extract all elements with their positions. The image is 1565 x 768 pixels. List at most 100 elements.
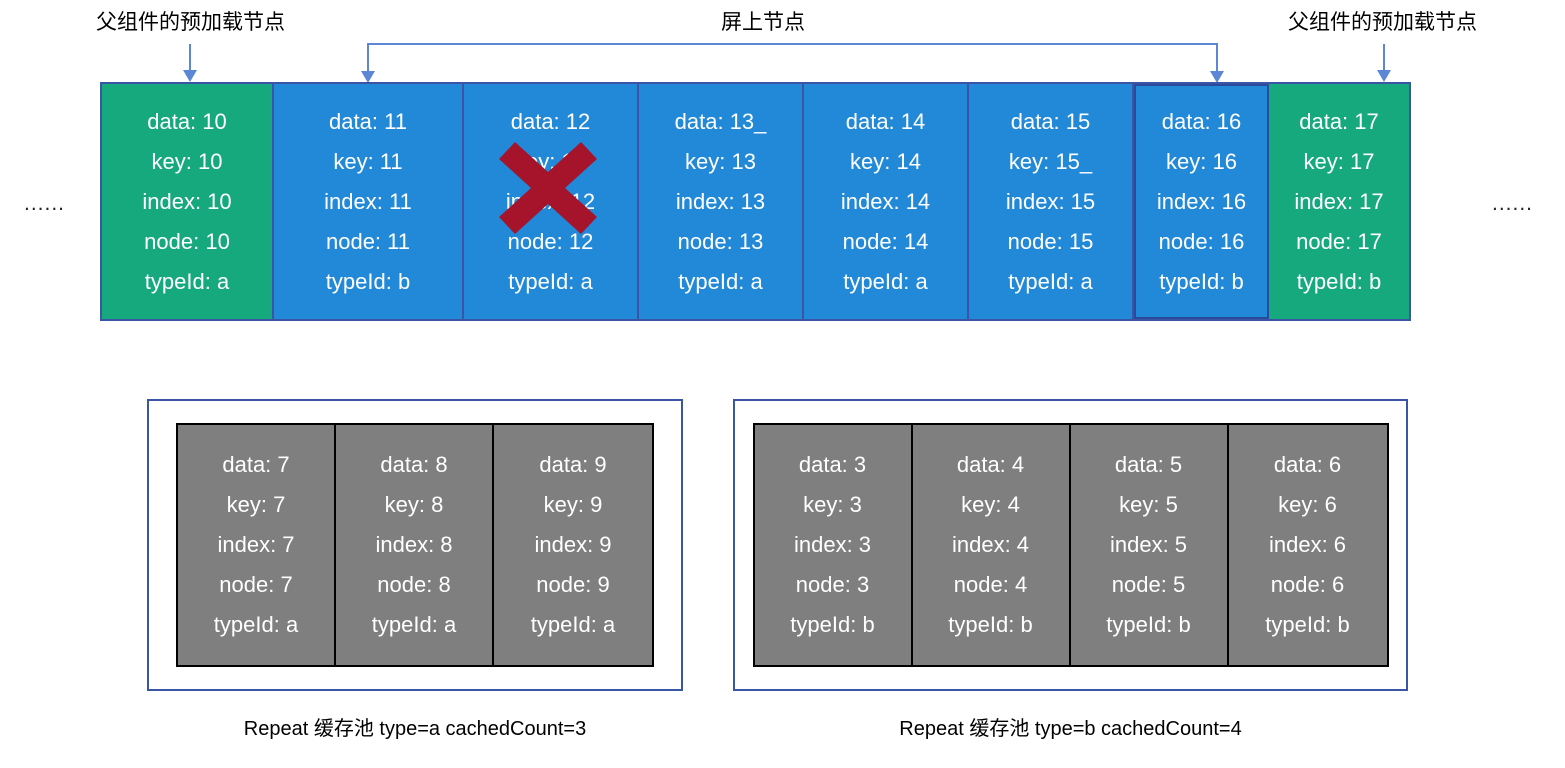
node-cell-key: key: 10 <box>151 148 223 174</box>
pool-cell-typeId: typeId: a <box>213 612 299 637</box>
node-cell-key: key: 17 <box>1303 148 1375 174</box>
label-onscreen-nodes: 屏上节点 <box>721 11 805 34</box>
pool-cell-node: node: 9 <box>536 572 610 597</box>
ellipsis-right: ...... <box>1492 192 1534 215</box>
onscreen-bracket-left-arrowhead <box>361 71 375 83</box>
pool-cell-node: node: 7 <box>219 572 293 597</box>
onscreen-bracket-right <box>1216 43 1218 75</box>
pool-cell-typeId: typeId: b <box>948 612 1033 637</box>
node-cell-node: node: 13 <box>677 228 764 254</box>
node-cell-typeId: typeId: a <box>843 268 928 294</box>
pool-cell-node: node: 3 <box>795 572 870 597</box>
label-preload-right: 父组件的预加载节点 <box>1288 11 1477 34</box>
arrow-preload-left-head <box>183 70 197 82</box>
pool-cell-data: data: 5 <box>1114 452 1183 477</box>
node-cell-index: index: 15 <box>1005 188 1096 214</box>
arrow-preload-right-head <box>1377 70 1391 82</box>
onscreen-bracket-left <box>367 43 369 75</box>
node-cell-data: data: 14 <box>845 108 926 134</box>
pool-cell-node: node: 5 <box>1111 572 1186 597</box>
pool-cell-data: data: 6 <box>1273 452 1342 477</box>
pool-cell-data: data: 7 <box>222 452 290 477</box>
node-cell-index: index: 12 <box>505 188 596 214</box>
node-cell-node: node: 10 <box>144 228 230 254</box>
node-cell-index: index: 17 <box>1294 188 1384 214</box>
node-cell[interactable]: data: 15 key: 15_ index: 15 node: 15 typeId:… <box>969 84 1134 319</box>
node-cell-node: node: 14 <box>842 228 929 254</box>
pool-cell-index: index: 9 <box>534 532 612 557</box>
label-preload-left: 父组件的预加载节点 <box>96 11 285 34</box>
pool-cell[interactable]: data: 6 key: 6 index: 6 node: 6 typeId: b <box>1228 425 1387 665</box>
pool-cell-typeId: typeId: b <box>790 612 875 637</box>
node-cell-typeId: typeId: a <box>1008 268 1093 294</box>
pool-cell[interactable]: data: 4 key: 4 index: 4 node: 4 typeId: b <box>912 425 1071 665</box>
node-cell-key: key: 11 <box>333 148 403 174</box>
cache-pool-b-caption: Repeat 缓存池 type=b cachedCount=4 <box>899 718 1242 740</box>
pool-cell[interactable]: data: 9 key: 9 index: 9 node: 9 typeId: a <box>494 425 652 665</box>
node-cell-node: node: 16 <box>1158 228 1245 254</box>
node-cell-index: index: 14 <box>840 188 931 214</box>
pool-cell[interactable]: data: 3 key: 3 index: 3 node: 3 typeId: b <box>754 425 913 665</box>
arrow-preload-right-shaft <box>1383 44 1385 74</box>
pool-cell-typeId: typeId: b <box>1265 612 1350 637</box>
pool-cell-data: data: 3 <box>798 452 867 477</box>
arrow-preload-left-shaft <box>189 44 191 74</box>
pool-cell-key: key: 3 <box>803 492 862 517</box>
node-cell-key: key: 15_ <box>1008 148 1093 174</box>
pool-cell[interactable]: data: 7 key: 7 index: 7 node: 7 typeId: a <box>178 425 336 665</box>
node-cell-node: node: 17 <box>1296 228 1382 254</box>
node-cell-index: index: 10 <box>142 188 232 214</box>
node-cell-index: index: 11 <box>324 188 412 214</box>
pool-cell-key: key: 9 <box>543 492 603 517</box>
node-cell-key: key: 16 <box>1166 148 1237 174</box>
pool-cell-data: data: 4 <box>956 452 1025 477</box>
node-cell-data: data: 11 <box>329 108 407 134</box>
pool-cell-index: index: 4 <box>951 532 1030 557</box>
onscreen-bracket-right-arrowhead <box>1210 71 1224 83</box>
node-cell-key: key: 14 <box>850 148 921 174</box>
pool-cell-index: index: 7 <box>217 532 295 557</box>
node-cell-node: node: 11 <box>325 228 410 254</box>
pool-cell-key: key: 6 <box>1278 492 1337 517</box>
pool-cell-typeId: typeId: b <box>1106 612 1191 637</box>
node-cell-index: index: 16 <box>1156 188 1247 214</box>
pool-cell-index: index: 5 <box>1109 532 1188 557</box>
pool-cell-index: index: 8 <box>375 532 453 557</box>
node-cell-typeId: typeId: a <box>508 268 593 294</box>
node-row: data: 10 key: 10 index: 10 node: 10 typeId: … <box>100 82 1411 321</box>
pool-cell-node: node: 6 <box>1270 572 1345 597</box>
node-cell-key: key: 13 <box>685 148 756 174</box>
node-cell-typeId: typeId: b <box>1296 268 1382 294</box>
node-cell[interactable]: data: 14 key: 14 index: 14 node: 14 typeId: … <box>804 84 969 319</box>
node-cell-typeId: typeId: a <box>678 268 763 294</box>
pool-cell-typeId: typeId: a <box>530 612 616 637</box>
pool-cell-node: node: 8 <box>377 572 451 597</box>
onscreen-bracket-top <box>367 43 1218 45</box>
pool-cell-key: key: 8 <box>384 492 444 517</box>
cache-pool-a-caption: Repeat 缓存池 type=a cachedCount=3 <box>243 718 587 740</box>
pool-cell-key: key: 7 <box>226 492 286 517</box>
pool-cell-index: index: 3 <box>793 532 872 557</box>
pool-cell-node: node: 4 <box>953 572 1028 597</box>
pool-cell-key: key: 4 <box>961 492 1020 517</box>
pool-cell-data: data: 9 <box>539 452 607 477</box>
node-cell-data: data: 10 <box>147 108 227 134</box>
node-cell-node: node: 15 <box>1007 228 1094 254</box>
node-cell-data: data: 15 <box>1010 108 1091 134</box>
node-cell-typeId: typeId: b <box>1159 268 1244 294</box>
node-cell-key: key: 12 <box>515 148 586 174</box>
pool-cell-index: index: 6 <box>1268 532 1347 557</box>
